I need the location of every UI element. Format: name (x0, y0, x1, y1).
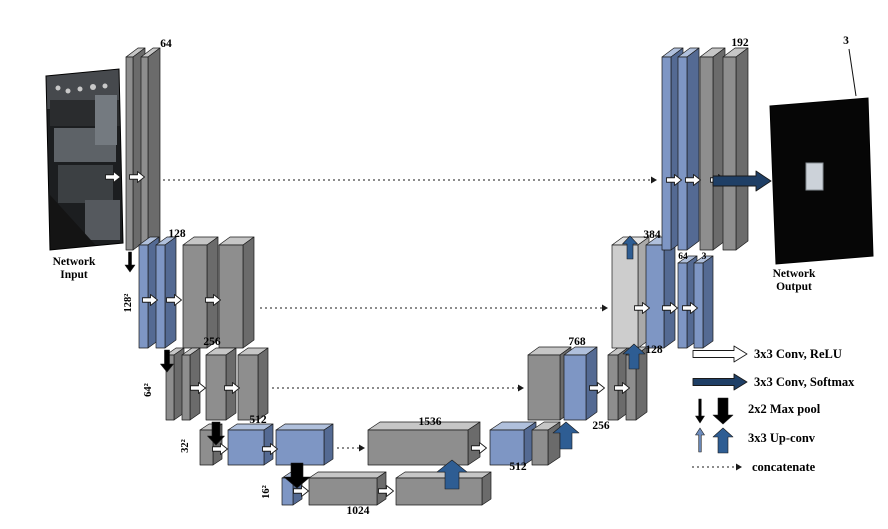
legend-icons (692, 345, 748, 471)
enc4-box-3 (275, 423, 334, 466)
legend-upconv-thin-arrow-icon (695, 427, 705, 453)
maxpool-arrow-1 (124, 251, 136, 273)
label-enc4-channels: 512 (249, 414, 267, 426)
softmax-arrow (712, 170, 772, 192)
maxpool-arrow-4 (283, 462, 311, 489)
bottleneck-box-1 (308, 471, 387, 506)
dec3-conv-arrow-1 (589, 382, 605, 394)
bottleneck-conv-arrow-2 (378, 485, 394, 497)
dec1-conv-arrow-1 (666, 174, 682, 186)
dec1-slab-2 (677, 47, 700, 251)
output-highlight-region (805, 162, 824, 191)
enc3-box-1 (205, 347, 237, 421)
legend: 3x3 Conv, ReLU 3x3 Conv, Softmax 2x2 Max… (692, 345, 855, 474)
concat-arrow-2 (260, 304, 608, 312)
legend-conv-softmax-arrow-icon (692, 373, 748, 391)
output-channel-pointer-line (848, 48, 857, 97)
dec1-slab-3 (699, 47, 726, 251)
dec2-conv-arrow-2 (662, 302, 678, 314)
label-dec2-out-channels: 128 (645, 344, 663, 356)
upconv-arrow-3 (622, 343, 646, 370)
label-enc3-channels: 256 (203, 336, 221, 348)
label-dec3-concat-channels: 768 (568, 336, 586, 348)
input-photo-texture (46, 69, 123, 250)
enc4-conv-arrow-1 (212, 443, 228, 455)
maxpool-arrow-3 (207, 421, 225, 446)
legend-label-conv-softmax: 3x3 Conv, Softmax (754, 375, 855, 389)
enc3-box-2 (237, 347, 269, 421)
dec2-conv-arrow-1 (634, 302, 650, 314)
label-size-level2: 128² (123, 294, 134, 313)
legend-maxpool-thick-arrow-icon (712, 397, 734, 425)
enc4-box-2 (227, 423, 274, 466)
dec2-conv-arrow-3 (682, 302, 698, 314)
dec1-slab-4 (722, 47, 749, 251)
dec1-conv-arrow-2 (685, 174, 701, 186)
label-dec2-concat-channels: 384 (643, 229, 661, 241)
dec2-slab-2 (693, 255, 714, 349)
label-dec2-conv-channels: 64 (678, 252, 688, 262)
dec4-concat-box (367, 421, 481, 466)
legend-conv-relu-arrow-icon (692, 345, 748, 363)
upconv-arrow-1 (436, 459, 468, 490)
enc3-conv-arrow-1 (190, 382, 206, 394)
legend-label-up-conv: 3x3 Up-conv (748, 431, 816, 445)
enc2-conv-arrow-3 (205, 294, 221, 306)
concat-arrow-3 (272, 384, 524, 392)
enc1-slab-2 (140, 47, 161, 251)
output-image: Network Output (769, 48, 874, 293)
label-dec3-out-channels: 256 (592, 420, 610, 432)
enc3-conv-arrow-2 (224, 382, 240, 394)
input-caption-line1: Network (53, 256, 96, 268)
dec3-conv-box (563, 346, 598, 421)
label-dec1-concat-channels: 192 (731, 37, 749, 49)
input-photo-border (45, 68, 124, 251)
label-dec4-out-channels: 512 (509, 461, 527, 473)
legend-maxpool-thin-arrow-icon (695, 398, 705, 424)
upconv-arrow-4 (622, 235, 638, 260)
enc2-slab-2 (155, 236, 177, 349)
label-size-level3: 64² (143, 383, 154, 397)
dec2-conv-box (645, 236, 676, 349)
enc2-conv-arrow-1 (142, 294, 158, 306)
input-conv-arrow (105, 171, 121, 183)
label-enc1-channels: 64 (160, 38, 172, 50)
operation-arrows (105, 170, 772, 497)
maxpool-arrow-2 (160, 349, 174, 373)
enc2-box-2 (218, 236, 255, 349)
output-caption-line1: Network (773, 268, 816, 280)
legend-label-conv-relu: 3x3 Conv, ReLU (754, 347, 842, 361)
concat-arrow-4 (337, 444, 365, 452)
label-dec2-final-channels: 3 (702, 252, 707, 262)
upconv-arrow-2 (552, 421, 580, 450)
concatenate-connections (163, 176, 657, 452)
input-image: Network Input (45, 68, 124, 281)
enc1-conv-arrow (129, 171, 145, 183)
label-enc2-channels: 128 (168, 228, 186, 240)
dec4-conv-arrow (471, 442, 487, 454)
label-output-channels: 3 (843, 35, 849, 47)
bottleneck-conv-arrow-1 (293, 485, 309, 497)
label-dec4-concat-channels: 1536 (419, 416, 442, 428)
bottleneck-box-2 (395, 471, 492, 506)
label-bottleneck-channels: 1024 (347, 505, 370, 517)
legend-label-max-pool: 2x2 Max pool (748, 402, 821, 416)
label-size-level4: 32² (180, 439, 191, 453)
enc2-conv-arrow-2 (166, 294, 182, 306)
dec4-conv-box (489, 421, 537, 466)
enc4-conv-arrow-2 (262, 443, 278, 455)
dec4-slab (531, 421, 561, 466)
legend-label-concatenate: concatenate (752, 460, 816, 474)
legend-concatenate-arrow-icon (692, 463, 742, 471)
layer-labels: 64 128 256 512 1024 1536 512 768 256 384… (123, 35, 849, 517)
output-caption-line2: Output (776, 281, 812, 293)
enc2-box-1 (182, 236, 219, 349)
legend-upconv-thick-arrow-icon (712, 427, 734, 454)
input-caption-line2: Input (60, 269, 88, 281)
dec3-conv-arrow-2 (614, 382, 630, 394)
enc3-slab-2 (181, 347, 201, 421)
concat-arrow-1 (163, 176, 657, 184)
label-size-level5: 16² (261, 485, 272, 499)
